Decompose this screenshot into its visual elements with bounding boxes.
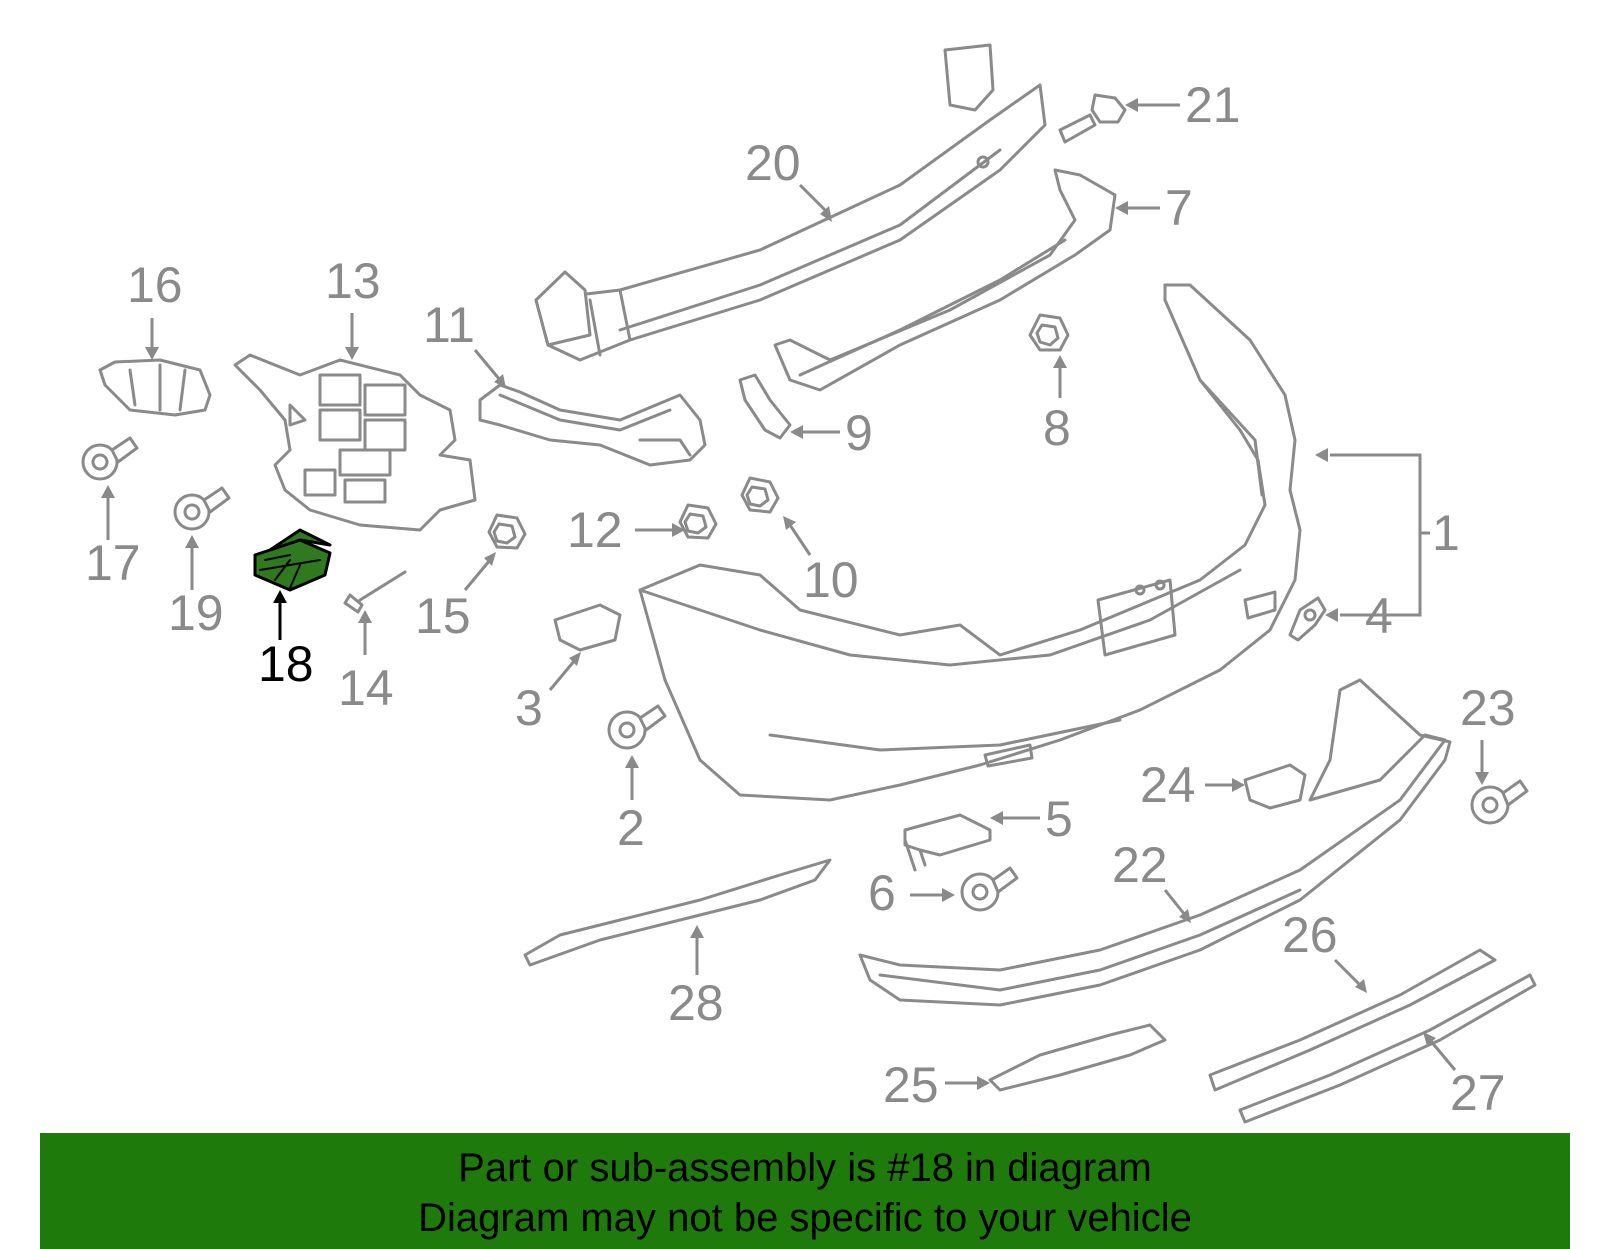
part-6-pushpin[interactable] [960, 866, 1019, 912]
info-banner: Part or sub-assembly is #18 in diagram D… [40, 1133, 1570, 1249]
callout-10: 10 [803, 552, 859, 608]
callout-14: 14 [338, 660, 394, 716]
callout-labels: 1 2 3 4 5 6 7 8 9 10 11 12 13 14 15 16 1… [85, 77, 1516, 1121]
part-17-pushpin[interactable] [81, 436, 139, 481]
callout-25: 25 [883, 1057, 939, 1113]
callout-27: 27 [1450, 1065, 1506, 1121]
callout-15: 15 [415, 588, 471, 644]
part-7-upper-bracket[interactable] [773, 168, 1117, 392]
callout-17: 17 [85, 535, 141, 591]
part-18-highlighted[interactable] [253, 528, 332, 592]
callout-23: 23 [1460, 680, 1516, 736]
part-13-large-side-bracket[interactable] [233, 353, 477, 532]
banner-line-1: Part or sub-assembly is #18 in diagram [458, 1146, 1152, 1190]
callout-11: 11 [423, 297, 475, 353]
callout-12: 12 [567, 502, 623, 558]
part-15-nut[interactable] [487, 513, 527, 550]
part-10-nut[interactable] [740, 476, 780, 514]
part-3-clip[interactable] [553, 603, 622, 652]
part-1-bumper-cover[interactable] [638, 283, 1302, 802]
part-16-bracket[interactable] [98, 358, 212, 417]
part-9-small-bracket[interactable] [738, 373, 792, 440]
part-20-bumper-reinforcement[interactable] [534, 43, 1047, 362]
callout-19: 19 [168, 585, 224, 641]
callout-16: 16 [127, 257, 183, 313]
callout-13: 13 [325, 253, 381, 309]
part-21-bolt[interactable] [1058, 93, 1127, 144]
callout-26: 26 [1282, 907, 1338, 963]
part-25-reflector[interactable] [988, 1023, 1167, 1092]
callout-7: 7 [1165, 180, 1193, 236]
part-5-bracket[interactable] [903, 813, 992, 872]
part-8-nut[interactable] [1028, 313, 1070, 352]
callout-18: 18 [258, 636, 314, 692]
callout-9: 9 [845, 405, 873, 461]
leader-lines [101, 98, 1489, 1090]
callout-8: 8 [1043, 400, 1071, 456]
callout-1: 1 [1432, 505, 1460, 561]
part-11-side-bracket[interactable] [478, 383, 707, 467]
part-23-pushpin[interactable] [1470, 779, 1529, 825]
callout-4: 4 [1365, 588, 1393, 644]
callout-5: 5 [1045, 791, 1073, 847]
part-28-molding[interactable] [523, 858, 832, 967]
callout-22: 22 [1112, 837, 1168, 893]
part-2-pushpin[interactable] [607, 704, 667, 750]
part-4-clip[interactable] [1288, 596, 1327, 642]
part-26-strip[interactable] [1208, 948, 1497, 1092]
callout-21: 21 [1185, 77, 1241, 133]
part-19-pushpin[interactable] [173, 486, 231, 531]
callout-24: 24 [1140, 757, 1196, 813]
part-24-clip[interactable] [1243, 763, 1307, 810]
part-27-strip[interactable] [1238, 973, 1537, 1124]
callout-28: 28 [668, 975, 724, 1031]
callout-20: 20 [745, 135, 801, 191]
callout-2: 2 [617, 800, 645, 856]
part-12-nut[interactable] [678, 503, 718, 540]
callout-3: 3 [515, 680, 543, 736]
part-14-rivet[interactable] [343, 570, 407, 614]
banner-line-2: Diagram may not be specific to your vehi… [418, 1196, 1192, 1240]
callout-6: 6 [868, 865, 896, 921]
part-22-lower-valance[interactable] [858, 678, 1452, 1007]
